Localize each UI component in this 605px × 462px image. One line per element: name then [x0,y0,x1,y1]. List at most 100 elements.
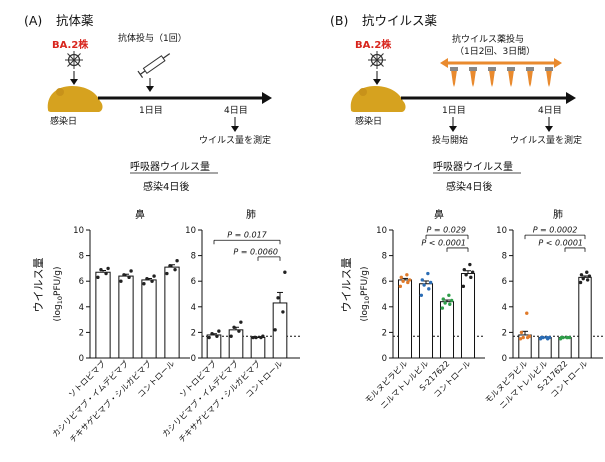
bar [558,337,572,359]
data-point [215,334,219,338]
data-point [587,274,592,278]
data-point [173,267,177,272]
y-tick-label: 8 [382,252,387,262]
chart-a-lung: 肺0246810ソトロビマブカシリビマブ・イムデビマブチキサゲビマブ・シルガビマ… [160,209,300,444]
y-tick-label: 4 [191,303,196,313]
data-point [127,275,131,280]
y-tick-label: 4 [502,303,507,313]
svg-text:(log10PFU/g): (log10PFU/g) [360,267,371,322]
data-point [152,274,156,278]
y-tick-label: 2 [502,328,507,338]
y-axis-unit-a: (log10PFU/g) [53,267,64,322]
section-b-line2: 感染4日後 [446,180,492,193]
data-point [207,335,211,340]
data-point [119,279,123,283]
data-point [405,273,409,277]
pipette-icons [450,67,553,87]
data-point [427,287,431,291]
data-point [447,293,451,297]
data-point [585,270,589,274]
data-point [461,284,466,289]
y-axis-unit-b-prefix: (log [360,304,370,321]
data-point [525,311,529,315]
bar [164,266,180,359]
bar [578,276,592,359]
data-point [165,271,169,276]
y-tick-label: 0 [502,354,507,364]
panel-b-dosing-start: 投与開始 [432,134,468,146]
panel-b-day4: 4日目 [538,105,562,116]
data-point [441,297,445,301]
y-tick-label: 8 [502,252,507,262]
data-point [426,271,430,276]
panel-a-measure: ウイルス量を測定 [199,134,271,146]
data-point [521,335,525,340]
data-point [419,293,424,297]
section-header-a: 呼吸器ウイルス量 感染4日後 [130,161,218,193]
data-point [401,279,405,283]
data-point [443,301,447,305]
panel-a-schematic: (A) 抗体薬 BA.2株 感染日 抗体投与（1回） 1日目 4日目 [24,13,272,146]
data-point [449,298,454,303]
panel-b-infection-day: 感染日 [355,115,382,127]
data-point [565,335,569,340]
y-tick-label: 6 [382,277,387,287]
data-point [547,335,552,340]
syringe-icon [137,53,171,78]
data-point [276,296,280,300]
hamster-icon [47,86,103,112]
data-point [567,335,572,340]
section-a-line2: 感染4日後 [143,180,189,193]
data-point [464,273,468,277]
data-point [585,278,590,282]
data-point [273,328,277,332]
y-axis-unit-b-suffix: PFU/g) [360,267,370,296]
bar [118,275,134,359]
p-value-label: P = 0.029 [426,226,466,235]
virus-icon [65,51,83,69]
y-axis-title-a-text: ウイルス量 [32,258,45,313]
p-value-label: P < 0.0001 [421,238,466,247]
bar [228,329,244,359]
y-tick-label: 2 [191,328,196,338]
y-axis-title-a: ウイルス量 [32,258,45,313]
data-point [281,310,285,314]
data-point [518,337,523,341]
panel-b-schematic: (B) 抗ウイルス薬 BA.2株 感染日 抗ウイルス薬投与 （1日2回、3日間） [330,13,582,146]
y-tick-label: 10 [376,226,387,236]
data-point [217,329,221,333]
y-axis-unit-a-prefix: (log [53,304,63,321]
data-point [527,334,532,338]
data-point [470,270,475,274]
data-point [175,259,179,263]
p-value-label: P = 0.0060 [233,247,278,256]
svg-text:(log10PFU/g): (log10PFU/g) [53,267,64,322]
data-point [232,325,236,329]
data-point [399,275,403,280]
category-label: チキサゲビマブ・シルガビマブ [176,358,262,444]
y-axis-unit-a-suffix: PFU/g) [53,267,63,296]
data-point [406,280,410,285]
y-axis-unit-b: (log10PFU/g) [360,267,371,322]
chart-a-nose: 鼻0246810ソトロビマブカシリビマブ・イムデビマブチキサゲビマブ・シルガビマ… [50,208,190,444]
data-point [168,264,172,268]
y-tick-label: 10 [73,226,84,236]
data-point [469,275,473,280]
data-point [545,335,549,340]
dosing-period-arrow [440,58,562,68]
panel-a-infection-day: 感染日 [50,115,77,127]
y-axis-title-b: ウイルス量 [340,258,353,313]
data-point [462,267,466,272]
y-tick-label: 0 [382,354,387,364]
panel-b-measure: ウイルス量を測定 [510,134,582,146]
y-tick-label: 8 [191,252,196,262]
data-point [210,331,214,336]
subplot-title: 鼻 [434,208,444,221]
data-point [579,273,584,277]
y-tick-label: 0 [191,354,196,364]
category-label: チキサゲビマブ・シルガビマブ [67,358,153,444]
y-axis-unit-b-sub: 10 [363,296,371,304]
data-point [468,262,472,267]
